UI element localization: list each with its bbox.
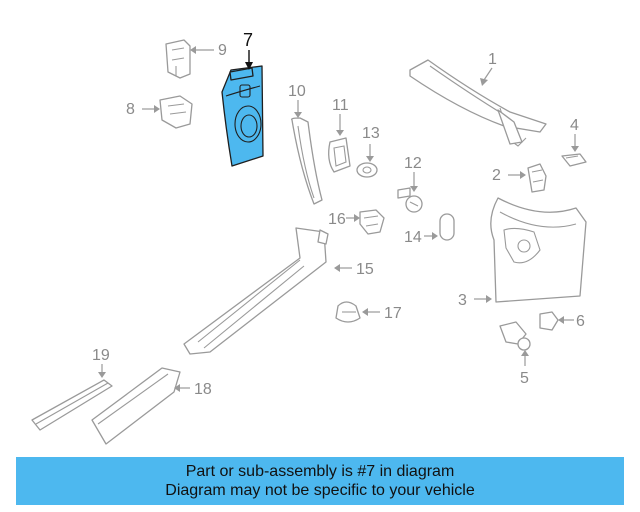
part-17-retainer: [335, 301, 361, 323]
part-14-plug: [439, 213, 455, 241]
callout-14: 14: [404, 229, 438, 246]
callout-18: 18: [174, 381, 212, 398]
callout-8: 8: [126, 101, 160, 118]
part-18-panel: [91, 367, 181, 445]
callout-10: 10: [288, 83, 306, 118]
banner-line-disclaimer: Diagram may not be specific to your vehi…: [165, 482, 475, 499]
callout-9-number: 9: [218, 42, 227, 59]
callout-12-number: 12: [404, 155, 422, 172]
part-5-clip: [499, 321, 531, 351]
callout-10-number: 10: [288, 83, 306, 100]
callout-11: 11: [332, 97, 349, 136]
callout-5: 5: [520, 350, 529, 387]
callout-3-number: 3: [458, 292, 467, 309]
callout-13: 13: [362, 125, 380, 162]
callout-5-number: 5: [520, 370, 529, 387]
callout-7: 7: [243, 30, 253, 70]
callout-4: 4: [570, 117, 579, 152]
callout-1: 1: [480, 51, 497, 86]
callout-6: 6: [558, 313, 585, 330]
part-11-cap: [328, 137, 351, 173]
callout-14-number: 14: [404, 229, 422, 246]
callout-12: 12: [404, 155, 422, 192]
part-13-washer: [356, 162, 378, 178]
callout-19-number: 19: [92, 347, 110, 364]
part-8-clip: [159, 95, 193, 129]
parts-diagram: 7 9 8 10 11: [31, 30, 587, 445]
part-6-clip: [539, 311, 559, 331]
part-7-pillar-trim[interactable]: [221, 65, 264, 167]
callout-6-number: 6: [576, 313, 585, 330]
part-4-grommet: [561, 153, 587, 167]
callout-17: 17: [362, 305, 402, 322]
callout-8-number: 8: [126, 101, 135, 118]
callout-2: 2: [492, 167, 526, 184]
callout-7-number: 7: [243, 30, 253, 50]
callout-15: 15: [334, 261, 374, 278]
callout-15-number: 15: [356, 261, 374, 278]
callout-1-number: 1: [488, 51, 497, 68]
callout-17-number: 17: [384, 305, 402, 322]
part-9-clip: [165, 39, 191, 79]
part-3-lower-trim: [490, 197, 587, 303]
part-12-screw: [397, 187, 423, 213]
callout-3: 3: [458, 292, 492, 309]
callout-13-number: 13: [362, 125, 380, 142]
info-banner: Part or sub-assembly is #7 in diagram Di…: [16, 457, 624, 505]
callout-4-number: 4: [570, 117, 579, 134]
callout-16-number: 16: [328, 211, 346, 228]
part-16-clip: [359, 209, 385, 235]
part-15-sill-plate: [183, 227, 329, 355]
part-19-strip: [31, 379, 113, 431]
callout-11-number: 11: [332, 97, 349, 114]
callout-16: 16: [328, 211, 360, 228]
callout-18-number: 18: [194, 381, 212, 398]
callout-19: 19: [92, 347, 110, 378]
part-1-upper-trim: [409, 59, 547, 147]
callout-9: 9: [190, 42, 227, 59]
part-2-clip: [527, 163, 547, 193]
part-10-seal-strip: [291, 117, 323, 205]
callout-2-number: 2: [492, 167, 501, 184]
banner-line-part-number: Part or sub-assembly is #7 in diagram: [185, 463, 455, 480]
